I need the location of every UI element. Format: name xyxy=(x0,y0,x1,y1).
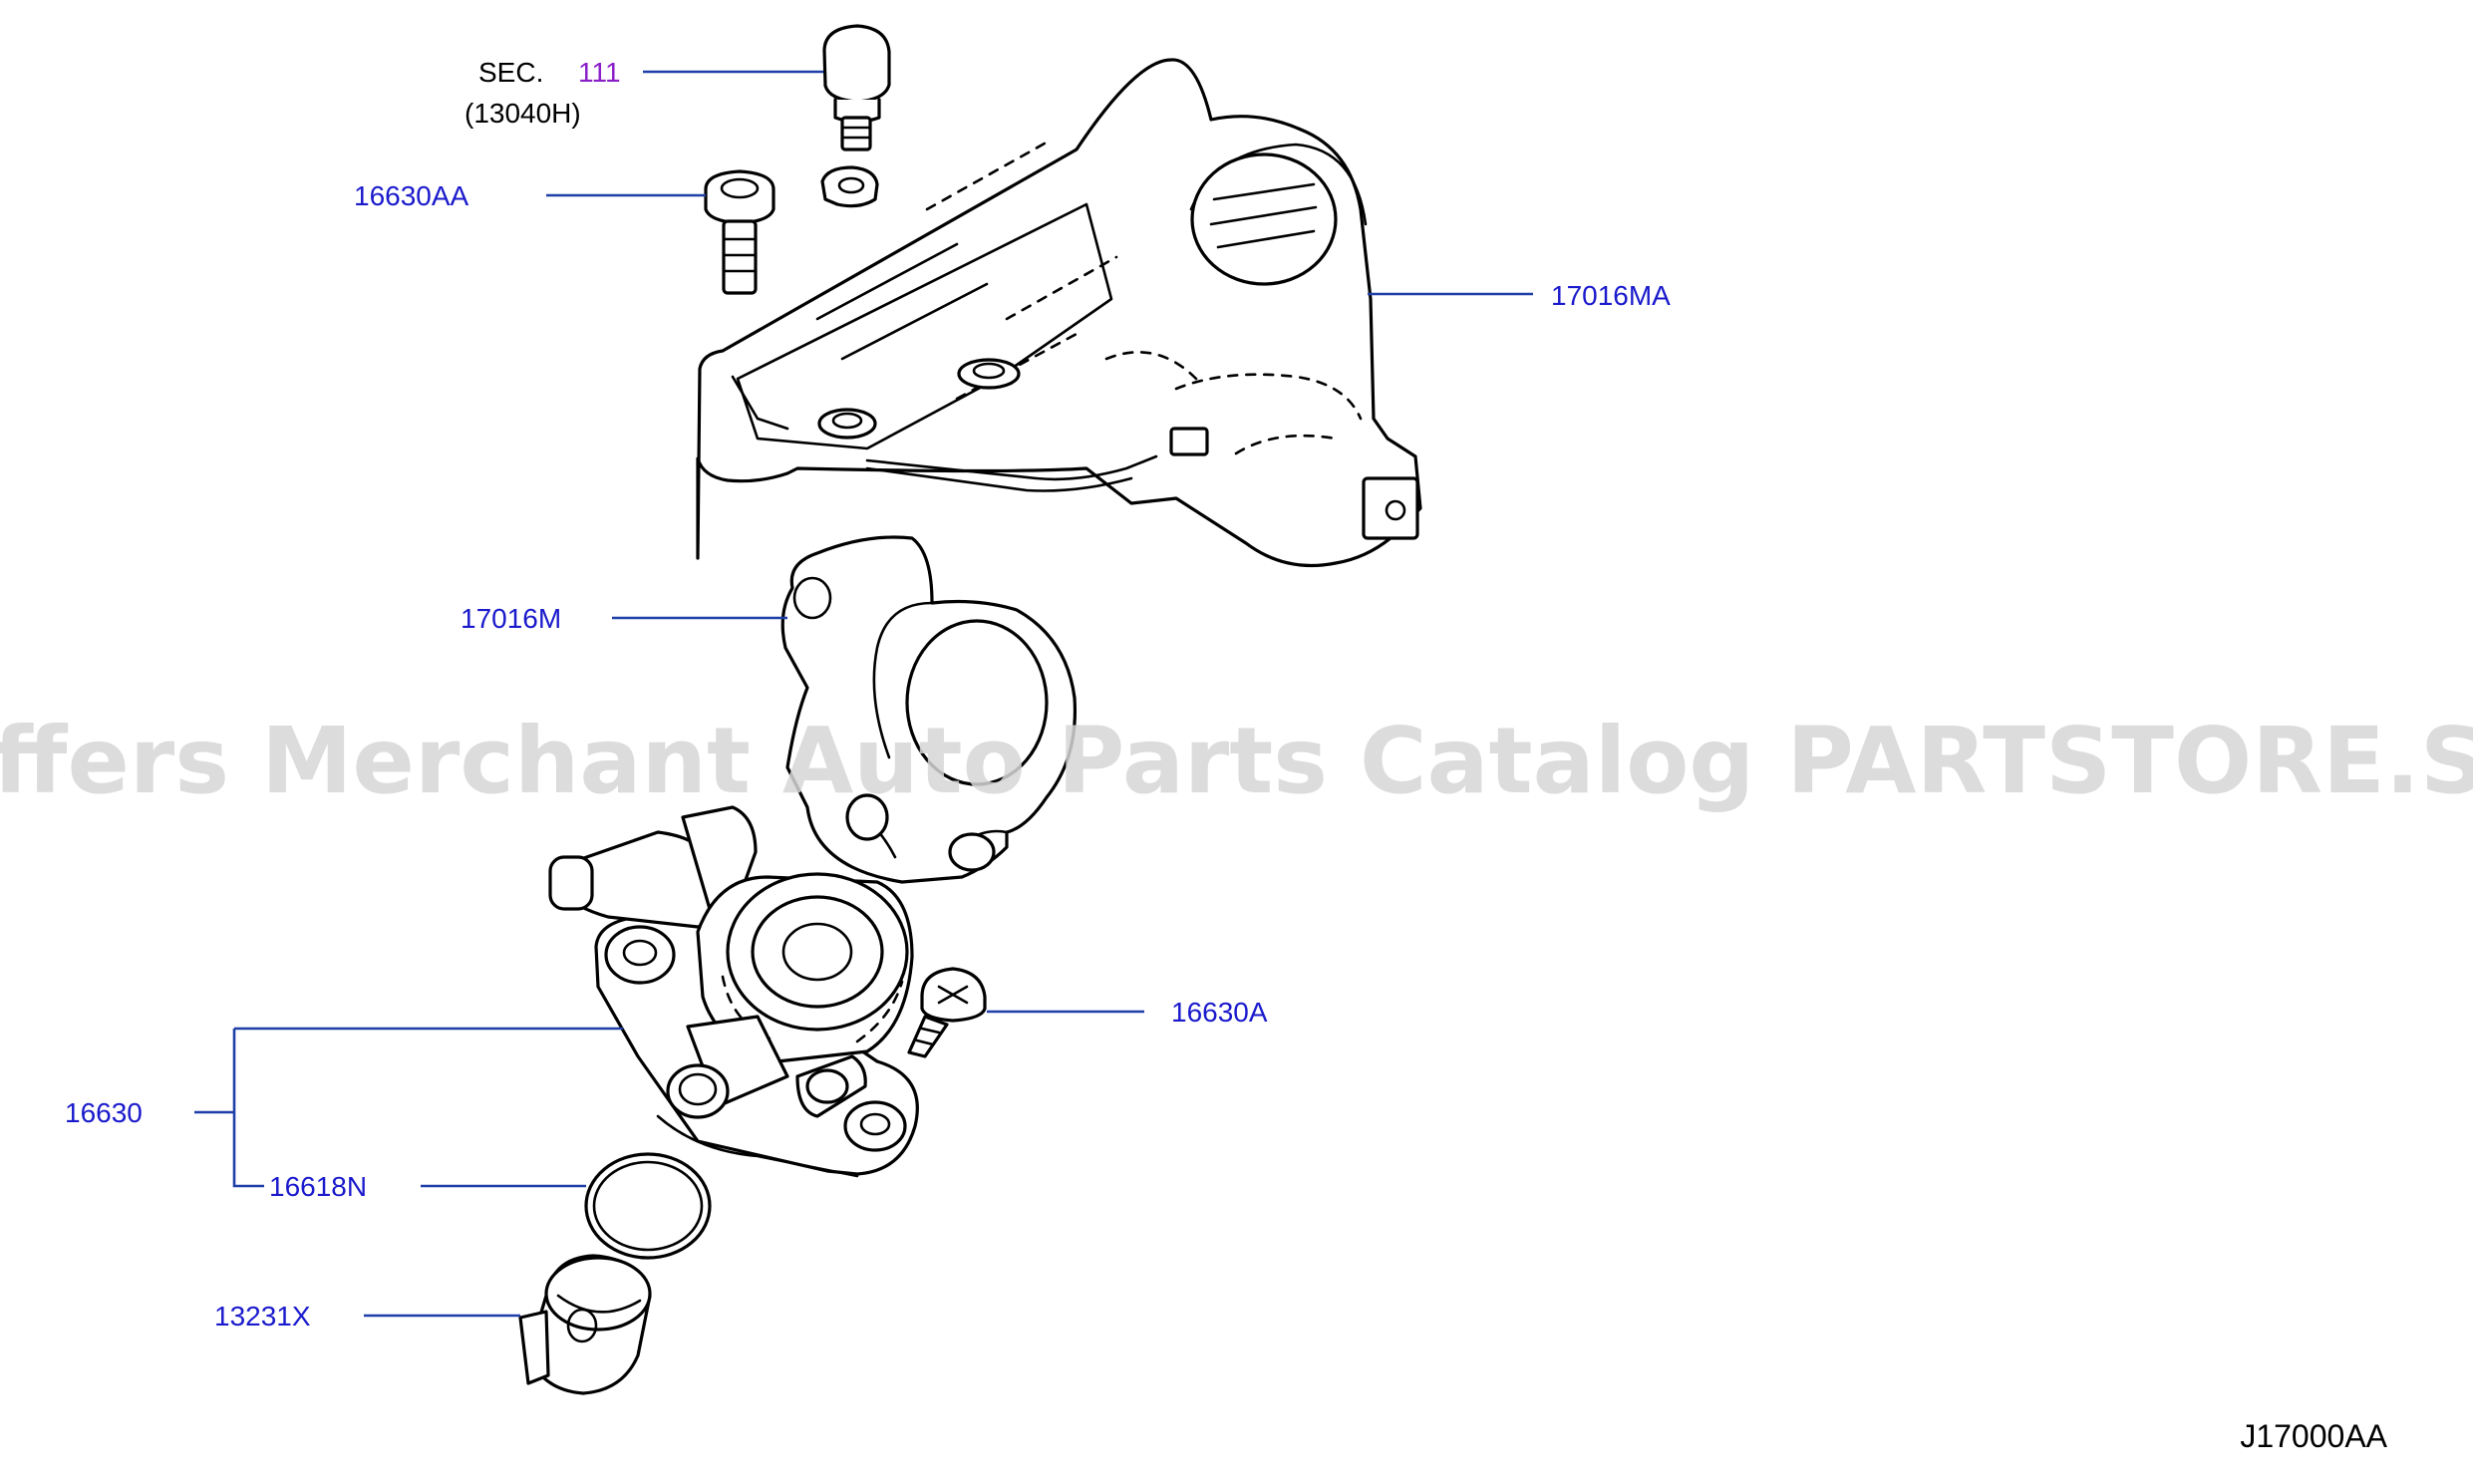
label-13231X[interactable]: 13231X xyxy=(214,1301,311,1332)
label-16630[interactable]: 16630 xyxy=(65,1097,143,1128)
lifter-part xyxy=(518,1254,652,1395)
stud-part xyxy=(822,24,891,151)
diagram-code: J17000AA xyxy=(2240,1418,2387,1454)
part-labels: SEC. 111 (13040H) 16630AA 17016MA 17016M… xyxy=(65,57,2388,1454)
leader-lines xyxy=(194,70,1533,1318)
o-ring-part xyxy=(584,1152,712,1260)
watermark-text: Offers Merchant Auto Parts Catalog PARTS… xyxy=(0,708,2473,814)
lower-insulator-part xyxy=(780,535,1078,884)
upper-insulator-part xyxy=(696,58,1422,568)
fuel-pump-part xyxy=(548,805,919,1178)
label-17016M[interactable]: 17016M xyxy=(461,603,561,634)
label-17016MA[interactable]: 17016MA xyxy=(1551,280,1671,311)
label-16618N[interactable]: 16618N xyxy=(269,1171,367,1202)
section-ref-code: (13040H) xyxy=(464,98,581,129)
section-ref-number[interactable]: 111 xyxy=(578,57,621,88)
bolt-upper-part xyxy=(704,169,775,295)
section-ref-prefix: SEC. xyxy=(478,57,543,88)
leader-16630-bracket xyxy=(194,1027,623,1188)
label-16630A[interactable]: 16630A xyxy=(1171,997,1268,1028)
label-16630AA[interactable]: 16630AA xyxy=(354,180,469,211)
bolt-lower-part xyxy=(907,967,987,1058)
